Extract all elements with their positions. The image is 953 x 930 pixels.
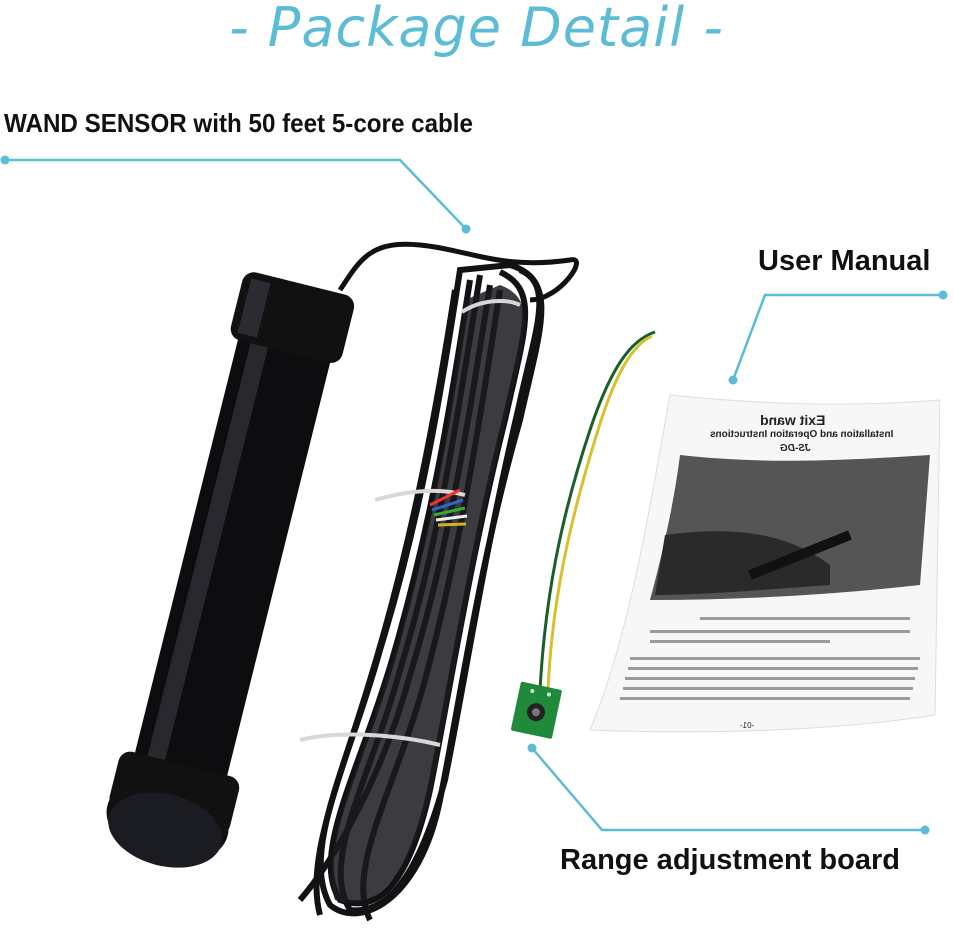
cable-wire-ends xyxy=(429,488,468,527)
page-title: - Package Detail - xyxy=(229,0,724,59)
wand-cable xyxy=(337,241,579,303)
wand-sensor-label: WAND SENSOR with 50 feet 5-core cable xyxy=(4,108,473,139)
callout-dot xyxy=(461,224,471,234)
range-board-label: Range adjustment board xyxy=(560,844,900,876)
manual-subheading: Installation and Operation Instructions xyxy=(710,429,894,440)
callout-wand xyxy=(5,158,467,230)
wand-sensor-tube xyxy=(106,272,355,868)
user-manual-illustration: Exit wand Installation and Operation Ins… xyxy=(590,385,940,740)
range-adjustment-board xyxy=(511,330,656,739)
wand-sensor-label-prefix: WAND SENSOR xyxy=(4,108,187,138)
manual-page-number: -01- xyxy=(740,721,755,730)
callout-dot xyxy=(728,375,738,385)
callout-dot xyxy=(920,825,930,835)
callout-dot xyxy=(527,743,537,753)
callout-manual xyxy=(731,293,943,381)
cable-ties xyxy=(299,298,521,747)
wand-sensor-label-suffix: with 50 feet 5-core cable xyxy=(186,108,473,138)
user-manual-label: User Manual xyxy=(758,245,931,277)
callout-board xyxy=(531,747,925,832)
manual-heading: Exit wand xyxy=(760,412,826,428)
manual-model: JS-DG xyxy=(780,443,811,454)
callout-dot xyxy=(0,155,10,165)
cable-coil-fill xyxy=(331,285,525,904)
callout-dot xyxy=(938,290,948,300)
